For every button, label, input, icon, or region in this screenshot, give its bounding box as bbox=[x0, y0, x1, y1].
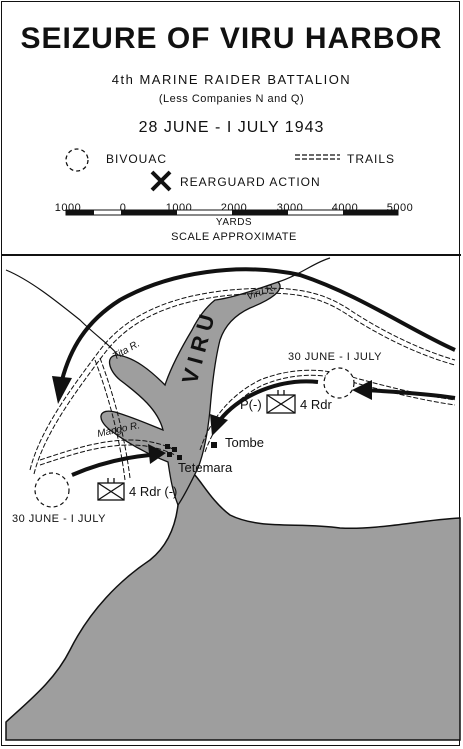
bivouac-west-icon bbox=[34, 472, 70, 508]
rearguard-legend-label: REARGUARD ACTION bbox=[180, 175, 321, 189]
place-label: Tombe bbox=[225, 435, 264, 450]
viru-harbor bbox=[100, 281, 281, 507]
bivouac-legend-label: BIVOUAC bbox=[106, 152, 168, 166]
tetemara-village-icon bbox=[165, 444, 182, 460]
coastline bbox=[5, 257, 331, 356]
arrowhead-icon bbox=[210, 414, 228, 436]
bivouac-east-icon bbox=[323, 367, 355, 399]
arrowhead-icon bbox=[52, 376, 72, 404]
unit-label: 4 Rdr bbox=[300, 397, 332, 412]
unit-subtitle: 4th MARINE RAIDER BATTALION bbox=[111, 72, 352, 87]
trails-legend-icon bbox=[295, 154, 340, 160]
place-label: Tetemara bbox=[178, 460, 233, 475]
arrowhead-icon bbox=[352, 380, 372, 400]
arrowhead-icon bbox=[148, 444, 166, 464]
movement-arrow-tombe bbox=[218, 379, 319, 422]
unit-label: P(-) bbox=[240, 397, 262, 412]
movement-arrow-tetemara bbox=[71, 453, 151, 477]
unit-symbol-east-icon bbox=[266, 390, 296, 414]
bivouac-date-label: 30 JUNE - I JULY bbox=[288, 351, 382, 363]
movement-arrow-east bbox=[364, 388, 456, 400]
movement-arrow-north bbox=[60, 267, 456, 381]
bivouac-date-label: 30 JUNE - I JULY bbox=[12, 513, 106, 525]
unit-symbol-west-icon bbox=[97, 478, 125, 501]
scale-units-label: YARDS bbox=[215, 217, 253, 228]
scale-caption: SCALE APPROXIMATE bbox=[171, 231, 297, 243]
scale-tick-label: 0 bbox=[119, 202, 127, 214]
map-title: SEIZURE OF VIRU HARBOR bbox=[20, 22, 443, 55]
map-panel: VIRU Viru R. Tita R. Mango R. Tombe Tete… bbox=[5, 257, 461, 741]
unit-label: 4 Rdr (-) bbox=[129, 484, 177, 499]
bivouac-legend-icon bbox=[65, 148, 89, 172]
date-range: 28 JUNE - I JULY 1943 bbox=[138, 119, 325, 136]
rearguard-legend-icon bbox=[150, 170, 172, 192]
trails-legend-label: TRAILS bbox=[347, 152, 396, 166]
scale-bar bbox=[65, 209, 399, 216]
tombe-village-icon bbox=[211, 442, 217, 448]
sea-water bbox=[5, 468, 461, 741]
unit-note: (Less Companies N and Q) bbox=[158, 93, 305, 105]
